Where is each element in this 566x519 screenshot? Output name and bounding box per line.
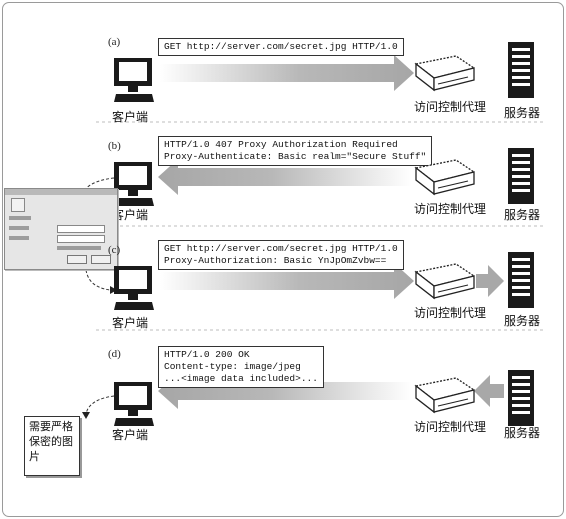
dialog-checkbox-line bbox=[57, 246, 101, 250]
panel-b: (b) HTTP/1.0 407 Proxy Authorization Req… bbox=[0, 134, 560, 254]
proxy-device-icon bbox=[414, 263, 476, 300]
dialog-password-field bbox=[57, 235, 105, 243]
message-line: Content-type: image/jpeg bbox=[164, 361, 301, 372]
proxy-label: 访问控制代理 bbox=[414, 100, 487, 114]
panel-a: (a) GET http://server.com/secret.jpg HTT… bbox=[0, 30, 560, 150]
message-box: GET http://server.com/secret.jpg HTTP/1.… bbox=[158, 38, 404, 56]
dialog-cancel-button bbox=[91, 255, 111, 264]
message-box: HTTP/1.0 407 Proxy Authorization Require… bbox=[158, 136, 433, 166]
panel-letter: (b) bbox=[108, 140, 121, 152]
proxy-label: 访问控制代理 bbox=[414, 420, 487, 434]
message-box: HTTP/1.0 200 OK Content-type: image/jpeg… bbox=[158, 346, 324, 388]
client-computer-icon bbox=[114, 266, 154, 310]
note-line: 保密的图 bbox=[29, 436, 73, 448]
message-box: GET http://server.com/secret.jpg HTTP/1.… bbox=[158, 240, 404, 270]
server-icon bbox=[508, 42, 534, 98]
dialog-text-line bbox=[9, 226, 29, 230]
proxy-device-icon bbox=[414, 55, 476, 92]
server-icon bbox=[508, 370, 534, 426]
server-label: 服务器 bbox=[504, 426, 541, 440]
arrow-a-client-proxy bbox=[160, 55, 414, 91]
client-computer-icon bbox=[114, 58, 154, 102]
arrow-b-proxy-client bbox=[158, 159, 412, 195]
server-label: 服务器 bbox=[504, 208, 541, 222]
proxy-label: 访问控制代理 bbox=[414, 306, 487, 320]
client-computer-icon bbox=[114, 162, 154, 206]
dialog-text-line bbox=[9, 216, 31, 220]
server-icon bbox=[508, 252, 534, 308]
message-line: Proxy-Authenticate: Basic realm="Secure … bbox=[164, 151, 427, 162]
arrow-c-proxy-server bbox=[476, 265, 504, 297]
dialog-username-field bbox=[57, 225, 105, 233]
message-line: HTTP/1.0 200 OK bbox=[164, 349, 250, 360]
client-label: 客户端 bbox=[112, 428, 149, 442]
message-line: GET http://server.com/secret.jpg HTTP/1.… bbox=[164, 41, 398, 52]
arrow-c-client-proxy bbox=[160, 263, 414, 299]
message-line: ...<image data included>... bbox=[164, 373, 318, 384]
connector-arrowhead-c bbox=[110, 286, 117, 294]
proxy-label: 访问控制代理 bbox=[414, 202, 487, 216]
message-line: HTTP/1.0 407 Proxy Authorization Require… bbox=[164, 139, 398, 150]
note-line: 片 bbox=[29, 451, 40, 463]
server-label: 服务器 bbox=[504, 106, 541, 120]
panel-d: (d) HTTP/1.0 200 OK Content-type: image/… bbox=[0, 342, 560, 462]
key-icon bbox=[11, 198, 25, 212]
panel-letter: (d) bbox=[108, 348, 121, 360]
proxy-device-icon bbox=[414, 159, 476, 196]
message-line: Proxy-Authorization: Basic YnJpOmZvbw== bbox=[164, 255, 387, 266]
panel-c: (c) GET http://server.com/secret.jpg HTT… bbox=[0, 238, 560, 358]
server-icon bbox=[508, 148, 534, 204]
arrow-d-server-proxy bbox=[474, 375, 504, 407]
auth-dialog-screenshot bbox=[4, 188, 118, 270]
proxy-device-icon bbox=[414, 377, 476, 414]
client-computer-icon bbox=[114, 382, 154, 426]
dialog-titlebar bbox=[5, 189, 117, 195]
note-line: 需要严格 bbox=[29, 421, 73, 433]
connector-arrowhead-d bbox=[82, 412, 90, 419]
client-label: 客户端 bbox=[112, 208, 149, 222]
client-label: 客户端 bbox=[112, 316, 149, 330]
connector-dialog-to-client-c bbox=[85, 269, 111, 291]
message-line: GET http://server.com/secret.jpg HTTP/1.… bbox=[164, 243, 398, 254]
secret-image-note: 需要严格 保密的图 片 bbox=[24, 416, 80, 476]
connector-client-d-to-note bbox=[85, 395, 115, 415]
panel-letter: (c) bbox=[108, 244, 121, 256]
dialog-ok-button bbox=[67, 255, 87, 264]
client-label: 客户端 bbox=[112, 110, 149, 124]
server-label: 服务器 bbox=[504, 314, 541, 328]
panel-letter: (a) bbox=[108, 36, 121, 48]
dialog-text-line bbox=[9, 236, 29, 240]
